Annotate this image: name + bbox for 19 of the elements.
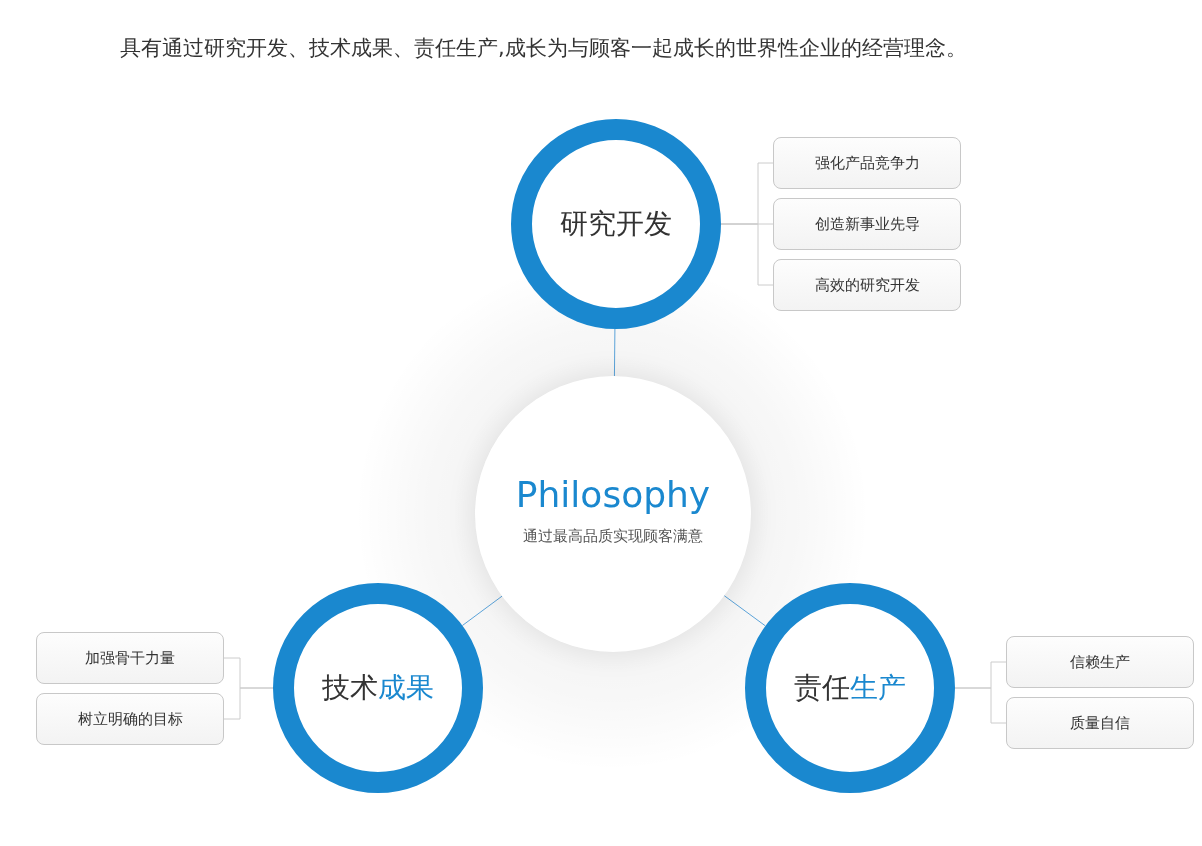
text-box: 加强骨干力量: [36, 632, 224, 684]
connector-line: [461, 595, 503, 626]
bracket-line: [223, 687, 274, 720]
connector-line: [723, 595, 766, 627]
ring-circle: 技术成果: [273, 583, 483, 793]
title: 具有通过研究开发、技术成果、责任生产,成长为与顾客一起成长的世界性企业的经营理念。: [120, 35, 968, 62]
bracket-line: [720, 223, 774, 286]
heading: Philosophy: [515, 474, 711, 515]
text-box: 质量自信: [1006, 697, 1194, 749]
subtitle: 通过最高品质实现顾客满意: [523, 527, 703, 546]
connector-line: [613, 328, 616, 377]
text-box: 信赖生产: [1006, 636, 1194, 688]
text-box: 树立明确的目标: [36, 693, 224, 745]
text-box: 高效的研究开发: [773, 259, 961, 311]
ring-circle: 责任生产: [745, 583, 955, 793]
text-box: 创造新事业先导: [773, 198, 961, 250]
bracket-line: [954, 687, 1007, 724]
ring-circle: 研究开发: [511, 119, 721, 329]
text-box: 强化产品竞争力: [773, 137, 961, 189]
